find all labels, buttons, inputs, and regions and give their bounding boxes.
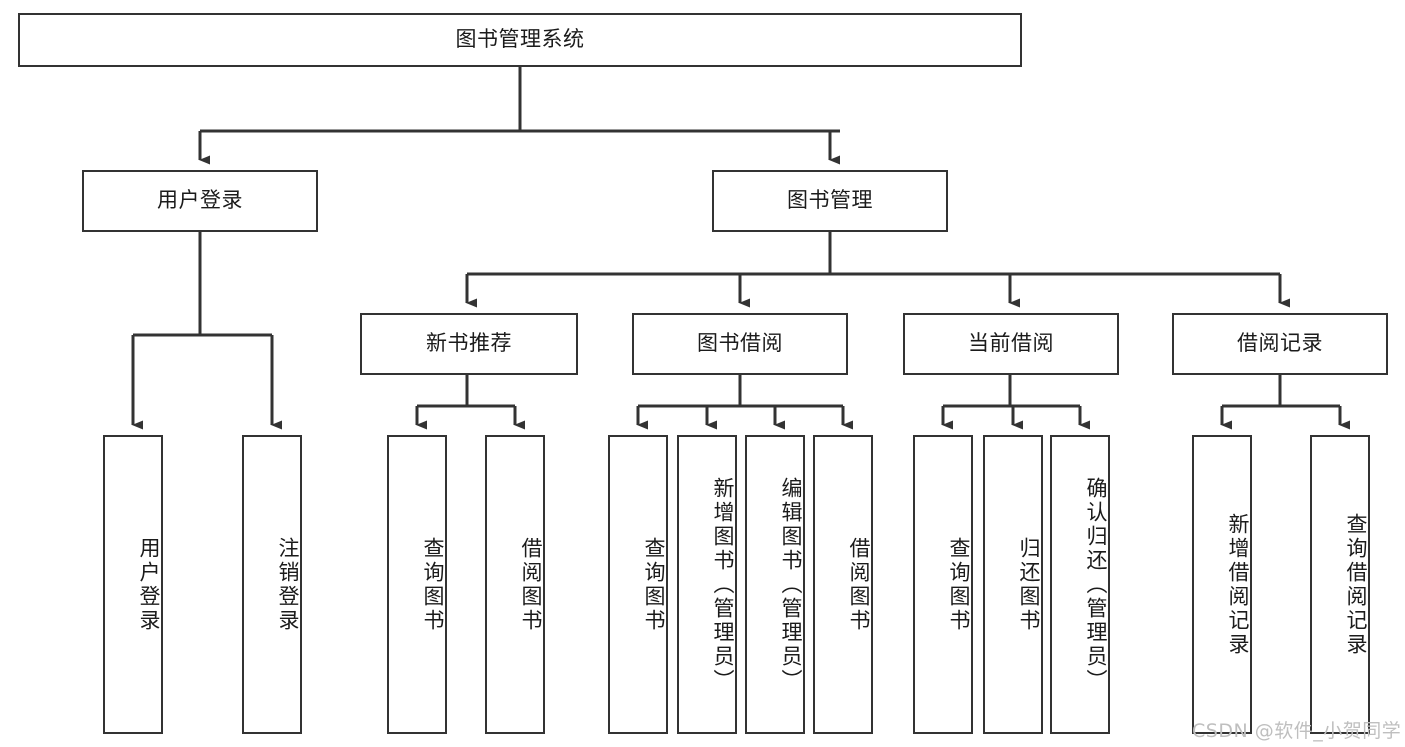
node-leaf-query-book-3-label: 查询图书 <box>947 536 971 633</box>
node-leaf-add-record-label: 新增借阅记录 <box>1226 512 1250 657</box>
node-book-manage[interactable]: 图书管理 <box>712 170 948 232</box>
node-root[interactable]: 图书管理系统 <box>18 13 1022 67</box>
node-leaf-query-book-1-label: 查询图书 <box>421 536 445 633</box>
node-book-manage-label: 图书管理 <box>787 188 873 213</box>
node-current-borrow-label: 当前借阅 <box>968 331 1054 356</box>
node-leaf-logout[interactable]: 注销登录 <box>242 435 302 734</box>
node-leaf-logout-label: 注销登录 <box>276 536 300 633</box>
node-leaf-edit-book-label: 编辑图书（管理员） <box>779 476 803 693</box>
node-leaf-borrow-book-1-label: 借阅图书 <box>519 536 543 633</box>
node-leaf-add-book-label: 新增图书（管理员） <box>711 476 735 693</box>
node-leaf-add-book[interactable]: 新增图书（管理员） <box>677 435 737 734</box>
node-new-book-rec-label: 新书推荐 <box>426 331 512 356</box>
node-leaf-borrow-book-2[interactable]: 借阅图书 <box>813 435 873 734</box>
node-book-borrow-label: 图书借阅 <box>697 331 783 356</box>
node-borrow-record-label: 借阅记录 <box>1237 331 1323 356</box>
node-leaf-confirm-return-label: 确认归还（管理员） <box>1084 476 1108 693</box>
node-leaf-edit-book[interactable]: 编辑图书（管理员） <box>745 435 805 734</box>
node-leaf-query-book-2-label: 查询图书 <box>642 536 666 633</box>
node-leaf-query-book-2[interactable]: 查询图书 <box>608 435 668 734</box>
node-leaf-confirm-return[interactable]: 确认归还（管理员） <box>1050 435 1110 734</box>
node-leaf-query-book-1[interactable]: 查询图书 <box>387 435 447 734</box>
node-book-borrow[interactable]: 图书借阅 <box>632 313 848 375</box>
node-leaf-query-record-label: 查询借阅记录 <box>1344 512 1368 657</box>
node-leaf-user-login[interactable]: 用户登录 <box>103 435 163 734</box>
node-user-login-label: 用户登录 <box>157 188 243 213</box>
node-leaf-query-book-3[interactable]: 查询图书 <box>913 435 973 734</box>
node-leaf-user-login-label: 用户登录 <box>137 536 161 633</box>
node-leaf-query-record[interactable]: 查询借阅记录 <box>1310 435 1370 734</box>
node-leaf-borrow-book-1[interactable]: 借阅图书 <box>485 435 545 734</box>
node-borrow-record[interactable]: 借阅记录 <box>1172 313 1388 375</box>
node-root-label: 图书管理系统 <box>455 27 585 52</box>
node-new-book-rec[interactable]: 新书推荐 <box>360 313 578 375</box>
node-user-login[interactable]: 用户登录 <box>82 170 318 232</box>
node-leaf-add-record[interactable]: 新增借阅记录 <box>1192 435 1252 734</box>
node-current-borrow[interactable]: 当前借阅 <box>903 313 1119 375</box>
node-leaf-borrow-book-2-label: 借阅图书 <box>847 536 871 633</box>
node-leaf-return-book[interactable]: 归还图书 <box>983 435 1043 734</box>
node-leaf-return-book-label: 归还图书 <box>1017 536 1041 633</box>
csdn-watermark: CSDN @软件_小贺同学 <box>1192 720 1402 742</box>
